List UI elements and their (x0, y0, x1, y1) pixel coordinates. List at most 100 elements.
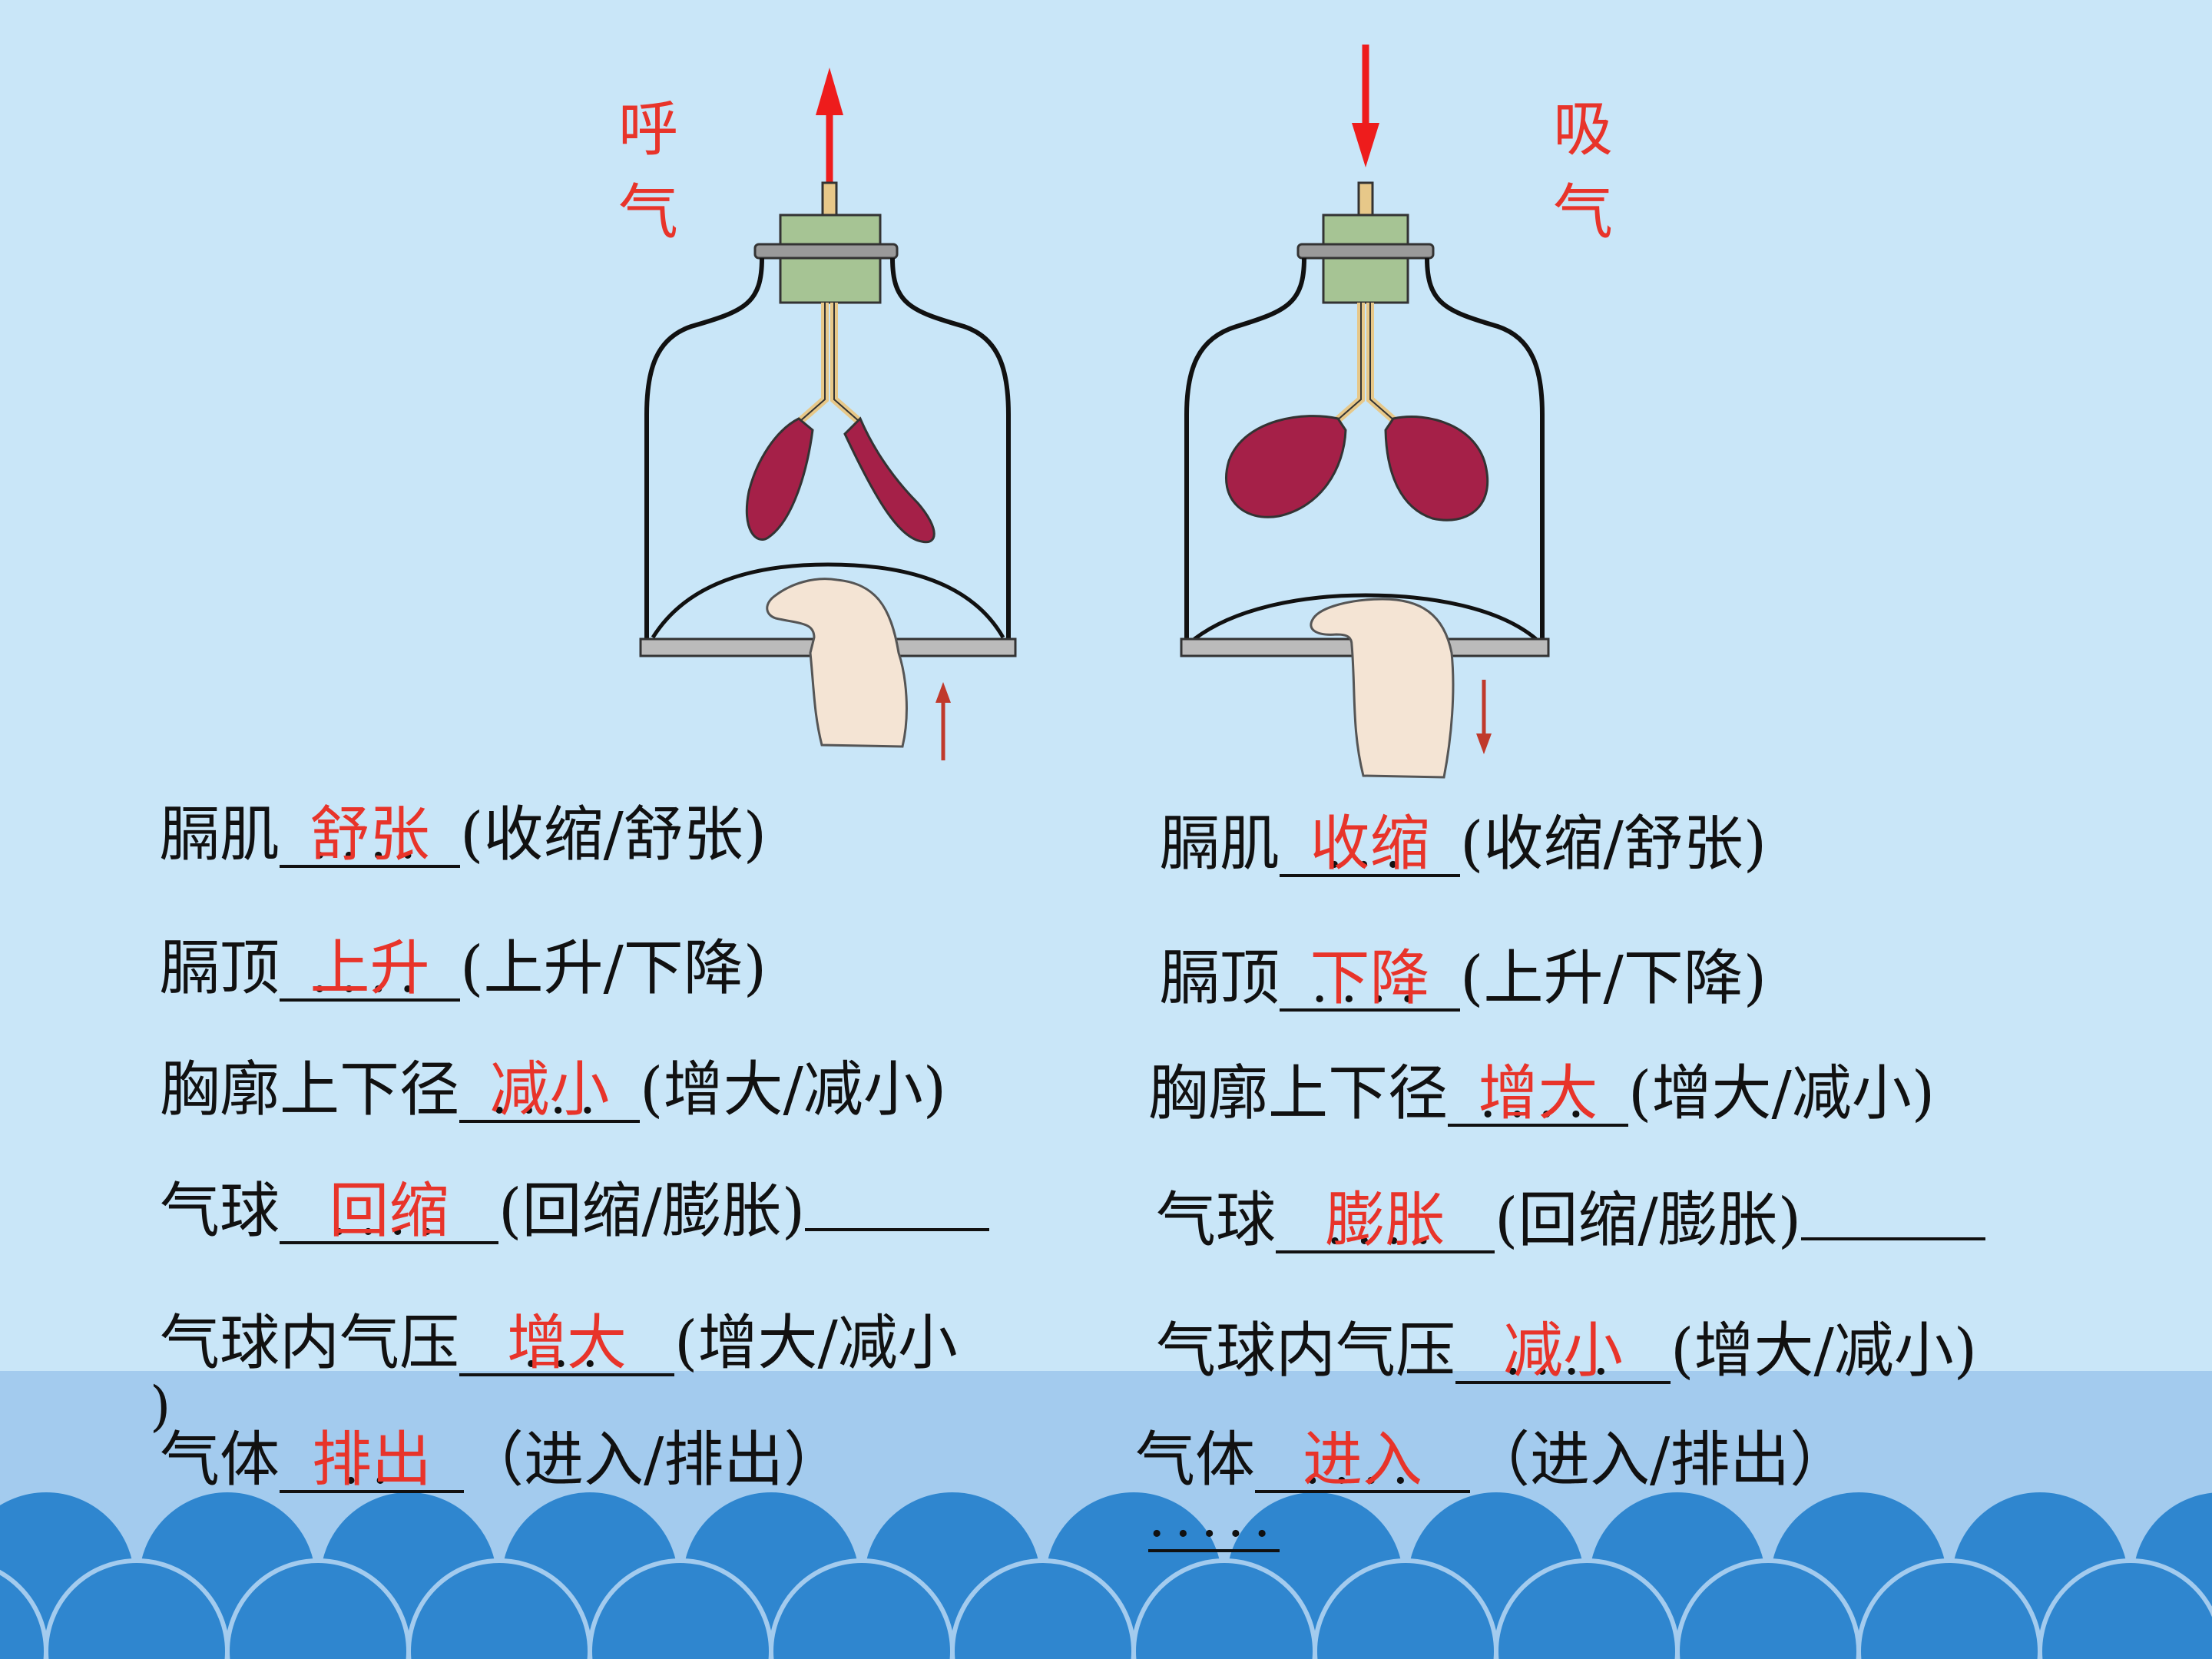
tube-top (1357, 181, 1374, 219)
answer-blank: ....增大 (1448, 1064, 1629, 1130)
hand-icon (1310, 598, 1455, 779)
blank-dots: .... (1479, 1067, 1598, 1130)
answer-text: 减小 (489, 1055, 610, 1124)
wave-decoration (0, 1490, 2212, 1659)
right-row-gas: 气体....进入（进入/排出） (1135, 1430, 1849, 1493)
row-options: (增大/减小) (640, 1055, 947, 1124)
left-row-balloon: 气球....回缩(回缩/膨胀) (160, 1181, 990, 1247)
row-options: (收缩/舒张) (460, 800, 767, 869)
stopper-rim (1296, 243, 1435, 260)
answer-text: 收缩 (1310, 810, 1430, 879)
answer-blank: ....舒张 (280, 805, 461, 871)
row-prefix: 气球内气压 (1156, 1316, 1456, 1386)
small-down-arrow-icon (1476, 733, 1492, 754)
row-prefix: 膈肌 (160, 800, 280, 869)
blank-dots: .... (1311, 952, 1429, 1015)
answer-blank: ....进入 (1255, 1430, 1471, 1493)
right-apparatus (1180, 45, 1550, 779)
row-options: (收缩/舒张) (1460, 810, 1767, 879)
answer-blank: ....膨胀 (1276, 1190, 1495, 1253)
left-apparatus (639, 68, 1017, 760)
answer-text: 减小 (1503, 1316, 1624, 1386)
stopper-plug (1322, 257, 1409, 304)
balloon-lung-left (745, 417, 814, 541)
row-prefix: 膈肌 (1160, 810, 1280, 879)
row-options: (回缩/膨胀) (1495, 1186, 1802, 1255)
hand-icon (766, 578, 908, 748)
stray-paren: ) (150, 1375, 171, 1438)
left-row-gas: 气体..排出（进入/排出） (160, 1430, 843, 1493)
right-row-thorax: 胸廓上下径....增大(增大/减小) (1148, 1064, 1935, 1127)
left-row-thorax: 胸廓上下径....减小(增大/减小) (160, 1060, 946, 1123)
answer-blank: ....下降 (1280, 949, 1461, 1015)
bell-jar-diagram (639, 45, 1550, 779)
row-options: （进入/排出） (1470, 1426, 1850, 1495)
row-options: (增大/减小 (674, 1309, 958, 1378)
row-options: (增大/减小) (1628, 1059, 1936, 1128)
row-prefix: 胸廓上下径 (1148, 1059, 1449, 1128)
inhale-label-char-2: 气 (1553, 178, 1614, 247)
answer-text: 进入 (1303, 1426, 1423, 1495)
blank-dots: .... (311, 808, 429, 871)
exhale-label-char-1: 呼 (618, 95, 679, 164)
row-prefix: 膈顶 (160, 934, 280, 1003)
row-prefix: 气体 (1135, 1426, 1256, 1495)
row-prefix: 胸廓上下径 (160, 1055, 460, 1124)
row-prefix: 气球内气压 (160, 1309, 460, 1378)
blank-dots: .. (342, 1433, 402, 1496)
rubber-membrane (651, 562, 1005, 639)
exhale-label-char-2: 气 (618, 178, 679, 247)
answer-blank: ....上升 (280, 939, 461, 1002)
jar-outline (1184, 257, 1545, 641)
wave-scallop (2038, 1558, 2212, 1659)
balloon-lung-right (843, 416, 935, 544)
stopper (779, 214, 882, 249)
blank-dots: .... (491, 1063, 609, 1126)
row-options: (回缩/膨胀) (498, 1177, 806, 1246)
row-options: (上升/下降) (1460, 944, 1767, 1013)
blank-dots: ... (1326, 817, 1414, 880)
left-row-diaphragm-dome: 膈顶....上升(上升/下降) (160, 939, 767, 1002)
answer-blank: ..排出 (280, 1430, 465, 1496)
left-row-pressure: 气球内气压...增大(增大/减小 (160, 1313, 958, 1376)
answer-text: 增大 (1478, 1059, 1598, 1128)
exhale-label: 呼 气 (618, 88, 678, 254)
answer-text: 上升 (310, 934, 430, 1003)
balloon-lung-right (1384, 416, 1489, 522)
row-prefix: 膈顶 (1160, 944, 1280, 1013)
row-prefix: 气球 (1156, 1186, 1277, 1255)
answer-blank: ....回缩 (280, 1181, 499, 1247)
down-arrow-icon (1352, 123, 1379, 167)
right-row-balloon: 气球....膨胀(回缩/膨胀) (1156, 1190, 1986, 1253)
answer-text: 舒张 (310, 800, 430, 869)
blank-dots: .... (1504, 1324, 1622, 1387)
answer-blank: ....减小 (1455, 1321, 1671, 1384)
right-row-diaphragm: 膈肌...收缩(收缩/舒张) (1160, 814, 1767, 877)
stray-dots: ..... (1148, 1486, 1280, 1552)
row-prefix: 气体 (160, 1426, 280, 1495)
stopper (1322, 214, 1409, 249)
left-row-diaphragm: 膈肌....舒张(收缩/舒张) (160, 805, 767, 868)
answer-blank: ....减小 (459, 1060, 641, 1126)
trailing-blank (805, 1182, 990, 1231)
y-tube (1333, 303, 1398, 424)
answer-text: 下降 (1310, 944, 1430, 1013)
answer-blank: ...增大 (459, 1313, 675, 1379)
tube-top (821, 181, 838, 219)
small-up-arrow-icon (935, 682, 951, 703)
answer-text: 膨胀 (1325, 1186, 1445, 1255)
row-options: (上升/下降) (460, 934, 767, 1003)
row-options: (增大/减小) (1671, 1316, 1978, 1386)
stopper-rim (753, 243, 899, 260)
up-arrow-icon (816, 68, 843, 115)
blank-dots: .... (330, 1184, 449, 1247)
y-tube (797, 303, 862, 424)
stopper-plug (779, 257, 882, 304)
right-row-pressure: 气球内气压....减小(增大/减小) (1156, 1321, 1977, 1384)
trailing-blank (1801, 1191, 1986, 1240)
answer-blank: ...收缩 (1280, 814, 1461, 880)
inhale-label-char-1: 吸 (1553, 95, 1614, 164)
answer-text: 增大 (507, 1309, 628, 1378)
blank-dots: ... (522, 1316, 611, 1379)
